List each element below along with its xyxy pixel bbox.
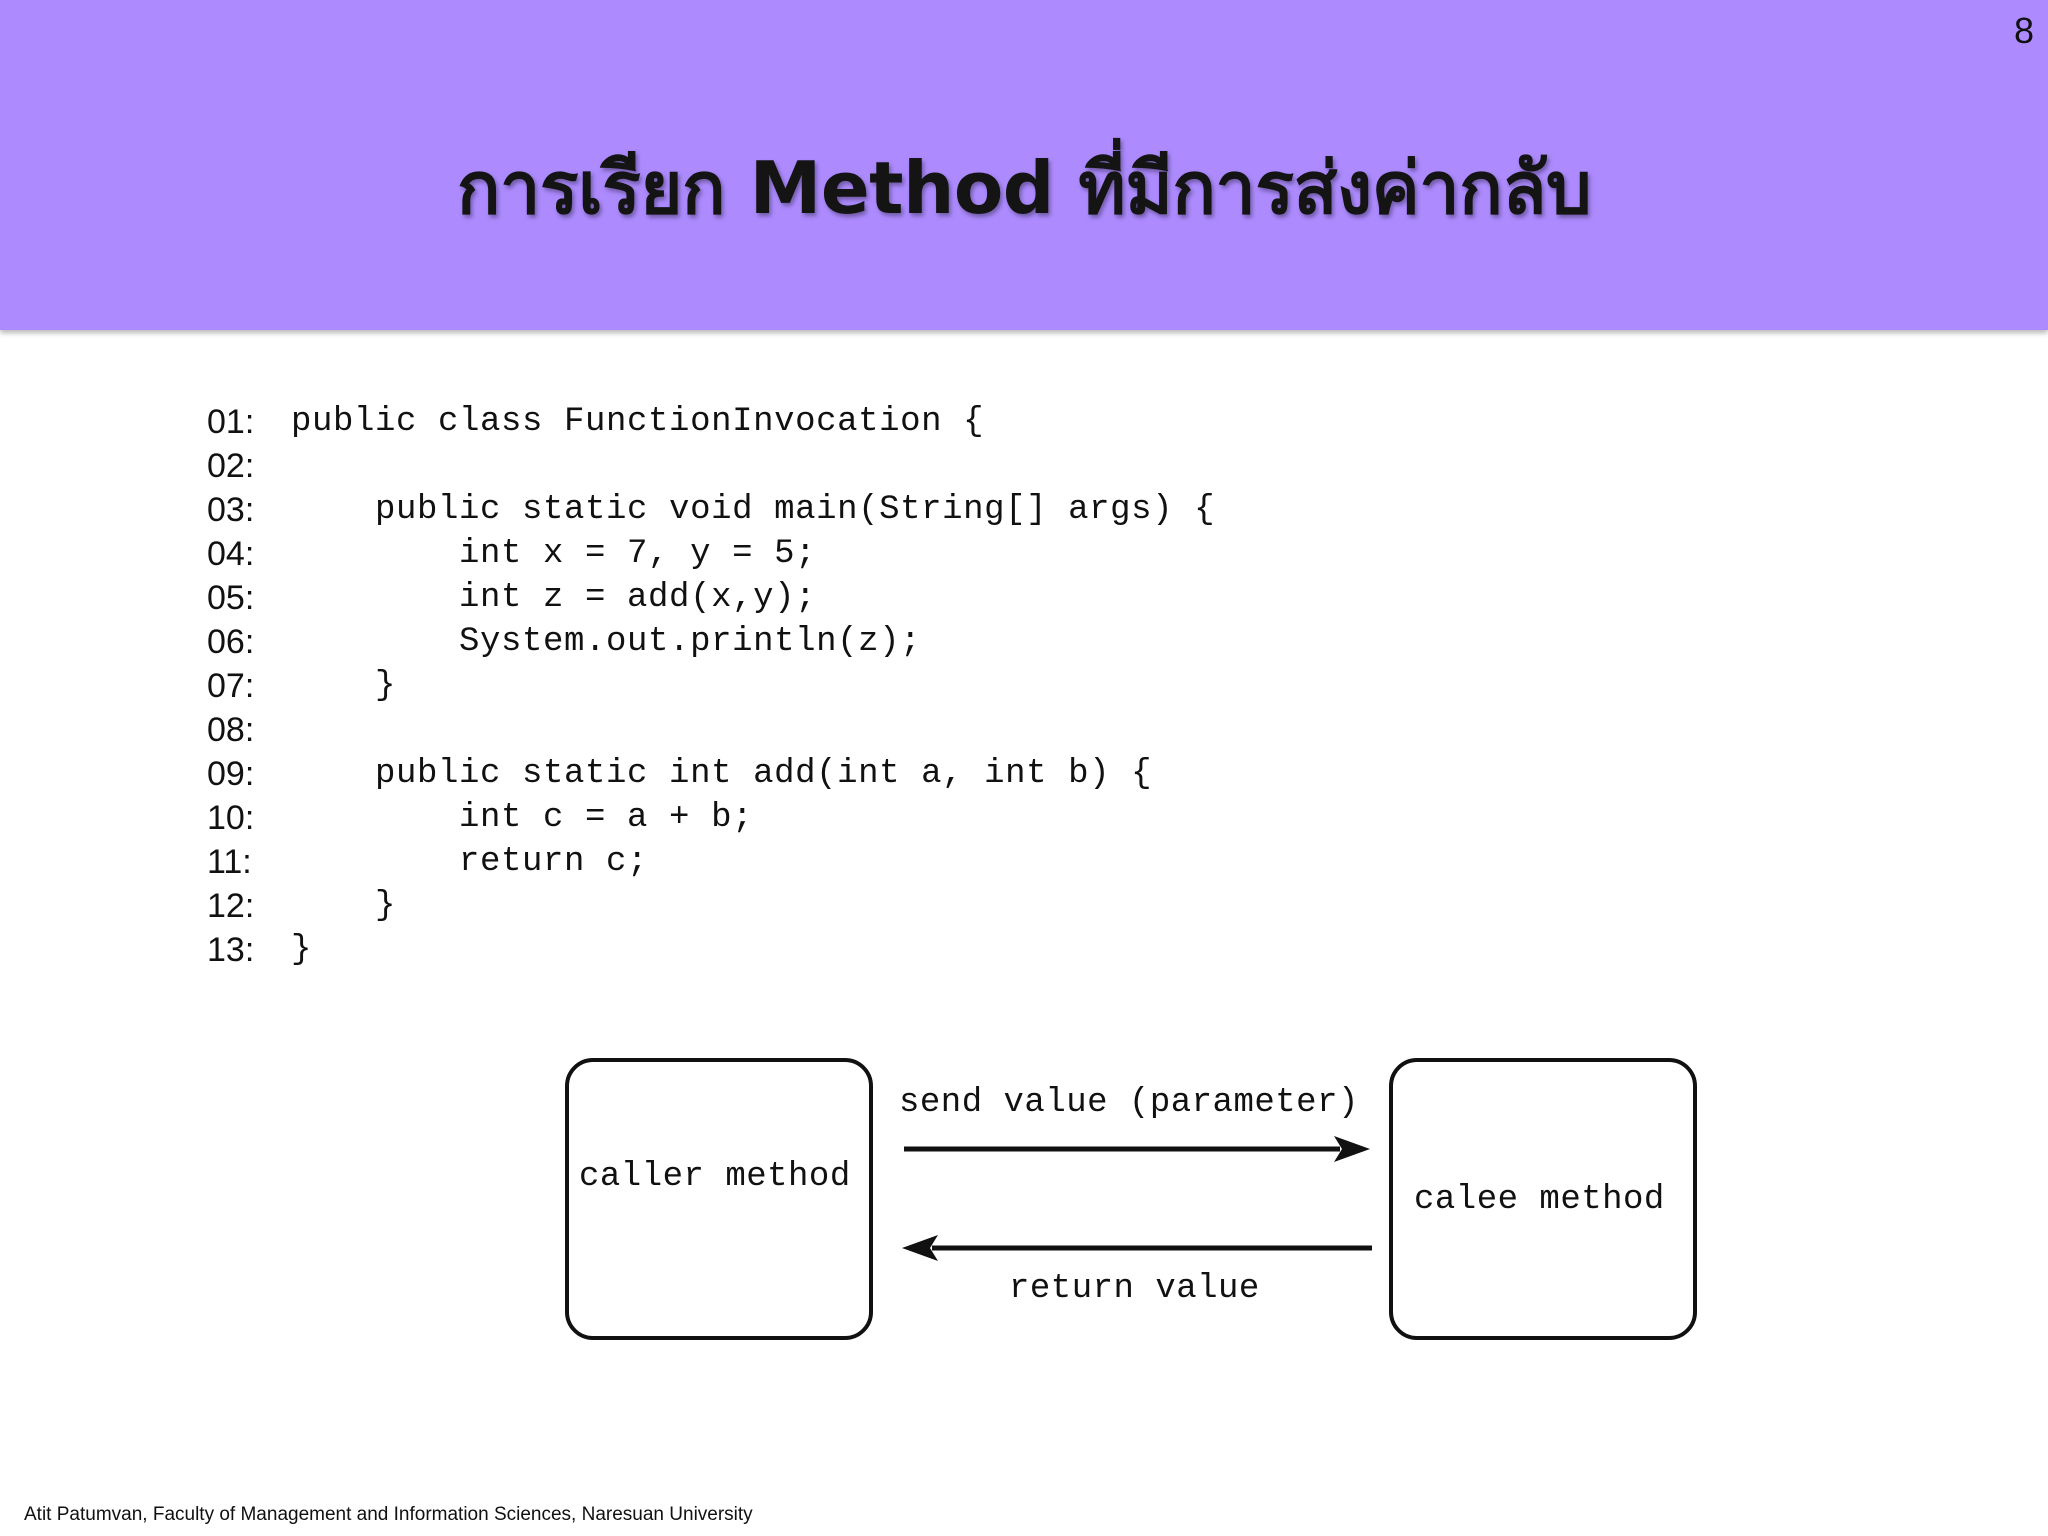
slide-title: การเรียก Method ที่มีการส่งค่ากลับ — [456, 146, 1592, 230]
line-number: 02: — [207, 447, 255, 485]
return-arrow — [902, 1235, 1372, 1261]
code-line: 05: int z = add(x,y); — [207, 576, 1215, 620]
line-number: 01: — [207, 403, 255, 441]
line-number: 08: — [207, 711, 255, 749]
callee-method-label: calee method — [1414, 1181, 1665, 1219]
line-number: 07: — [207, 667, 255, 705]
line-number: 05: — [207, 579, 255, 617]
line-code: int c = a + b; — [291, 799, 754, 837]
line-code: public class FunctionInvocation { — [291, 403, 985, 441]
line-code: } — [291, 667, 397, 705]
line-code: } — [291, 887, 397, 925]
code-line: 06: System.out.println(z); — [207, 620, 1215, 664]
code-line: 07: } — [207, 664, 1215, 708]
code-line: 13:} — [207, 928, 1215, 972]
line-number: 13: — [207, 931, 255, 969]
line-number: 10: — [207, 799, 255, 837]
slide-footer: Atit Patumvan, Faculty of Management and… — [24, 1504, 753, 1525]
code-line: 04: int x = 7, y = 5; — [207, 532, 1215, 576]
code-listing: 01: public class FunctionInvocation { 02:… — [207, 400, 1215, 972]
caller-method-box — [565, 1058, 873, 1340]
send-value-label: send value (parameter) — [899, 1084, 1359, 1122]
code-line: 11: return c; — [207, 840, 1215, 884]
line-code: return c; — [291, 843, 649, 881]
code-line: 02: — [207, 444, 1215, 488]
code-line: 09: public static int add(int a, int b) … — [207, 752, 1215, 796]
line-code: int x = 7, y = 5; — [291, 535, 817, 573]
line-code: public static int add(int a, int b) { — [291, 755, 1153, 793]
line-number: 03: — [207, 491, 255, 529]
line-number: 06: — [207, 623, 255, 661]
page-number: 8 — [2013, 10, 2034, 51]
code-line: 12: } — [207, 884, 1215, 928]
caller-method-label: caller method — [579, 1158, 851, 1196]
send-arrow — [904, 1136, 1370, 1162]
line-code: } — [291, 931, 313, 969]
code-line: 03: public static void main(String[] arg… — [207, 488, 1215, 532]
slide-header: 8 การเรียก Method ที่มีการส่งค่ากลับ — [0, 0, 2048, 330]
line-number: 12: — [207, 887, 255, 925]
code-line: 08: — [207, 708, 1215, 752]
return-value-label: return value — [1009, 1270, 1260, 1308]
line-number: 04: — [207, 535, 255, 573]
line-code: int z = add(x,y); — [291, 579, 817, 617]
line-code: public static void main(String[] args) { — [291, 491, 1216, 529]
code-line: 10: int c = a + b; — [207, 796, 1215, 840]
code-line: 01: public class FunctionInvocation { — [207, 400, 1215, 444]
line-number: 09: — [207, 755, 255, 793]
line-number: 11: — [207, 843, 252, 881]
line-code: System.out.println(z); — [291, 623, 922, 661]
callee-method-box — [1389, 1058, 1697, 1340]
